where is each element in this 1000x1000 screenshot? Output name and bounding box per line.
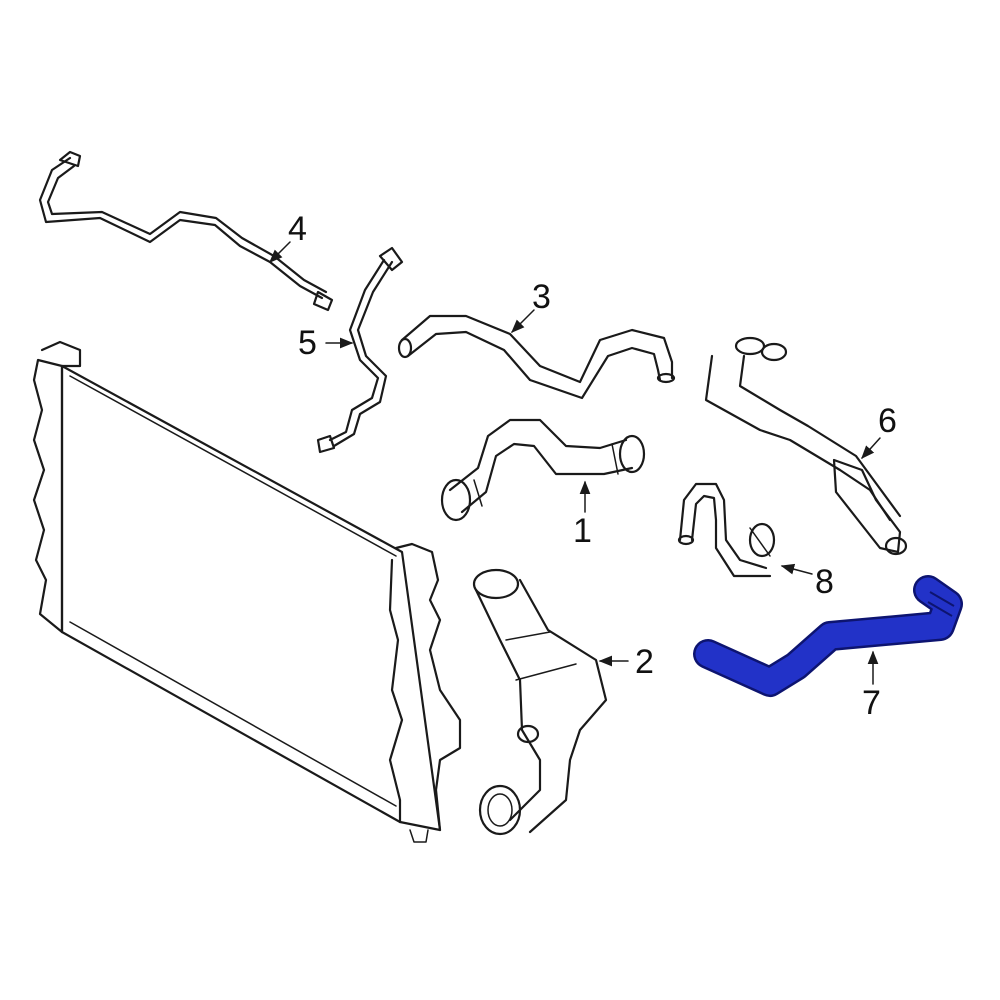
part-2-hose [472,568,608,836]
leader-4 [269,241,291,263]
part-8-hose [677,482,776,578]
part-7-hose-highlighted [693,575,963,697]
part-1-hose [440,418,646,522]
part-5-line [316,246,404,454]
callout-6: 6 [878,402,897,440]
callout-1: 1 [573,512,592,550]
leader-3 [511,309,535,333]
callout-8: 8 [815,563,834,601]
leader-lines [269,241,881,685]
callout-5: 5 [298,324,317,362]
callout-7: 7 [862,684,881,722]
callout-3: 3 [532,278,551,316]
callout-4: 4 [288,210,307,248]
part-3-hose [397,314,676,400]
part-6-pipe [704,336,908,556]
leader-6 [861,437,881,460]
radiator [32,340,462,843]
callout-2: 2 [635,643,654,681]
leader-8 [780,563,813,575]
